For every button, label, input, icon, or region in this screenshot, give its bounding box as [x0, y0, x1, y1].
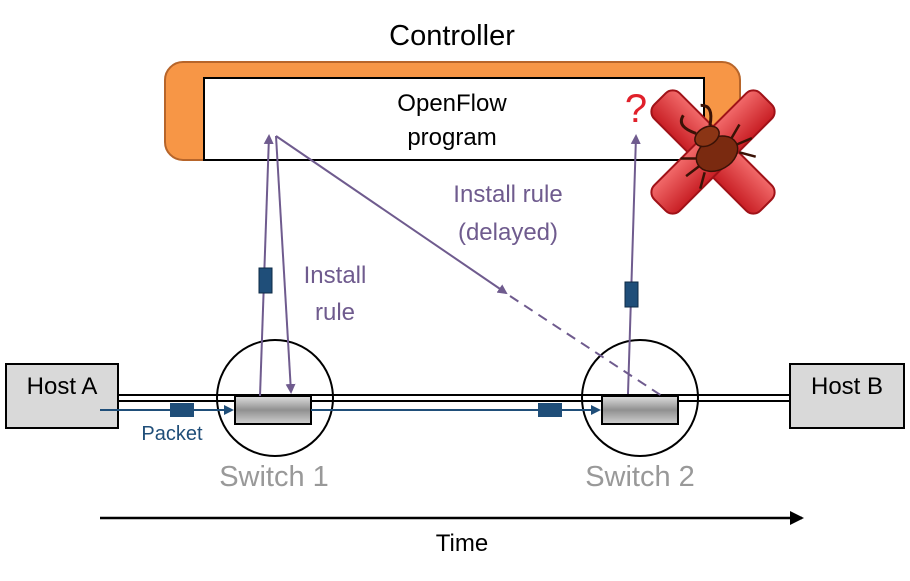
- packet-label: Packet: [141, 423, 203, 445]
- time-label: Time: [436, 530, 488, 557]
- packet-in-arrow-switch-2: [627, 134, 641, 395]
- openflow-program-box: [203, 77, 705, 161]
- packet-in-icon-switch-1: [258, 267, 273, 294]
- switch-1-label: Switch 1: [219, 461, 329, 493]
- install-rule-arrow: [275, 135, 296, 394]
- install-rule-delayed-label-line1: Install rule: [453, 181, 562, 208]
- install-rule-label-line2: rule: [315, 299, 355, 326]
- host-b-box: [789, 363, 905, 429]
- host-a-box: [5, 363, 119, 429]
- install-rule-delayed-dashed: [509, 295, 663, 397]
- packet-icon-1: [170, 403, 194, 417]
- question-mark: ?: [625, 87, 647, 131]
- install-rule-label-line1: Install: [304, 262, 367, 289]
- install-rule-delayed-arrow: [275, 135, 508, 295]
- switch-1-flow-table: [234, 395, 312, 425]
- packet-in-arrow-switch-1: [259, 134, 274, 397]
- program-label-line1: OpenFlow: [397, 90, 507, 117]
- switch-2-label: Switch 2: [585, 461, 695, 493]
- host-a-label: Host A: [27, 373, 98, 400]
- program-label-line2: program: [407, 124, 496, 151]
- host-b-label: Host B: [811, 373, 883, 400]
- bug-with-red-x-icon: [650, 89, 776, 215]
- install-rule-delayed-label-line2: (delayed): [458, 219, 558, 246]
- packet-icon-2: [538, 403, 562, 417]
- controller-title: Controller: [389, 20, 515, 52]
- switch-2-flow-table: [601, 395, 679, 425]
- packet-in-icon-switch-2: [624, 281, 639, 308]
